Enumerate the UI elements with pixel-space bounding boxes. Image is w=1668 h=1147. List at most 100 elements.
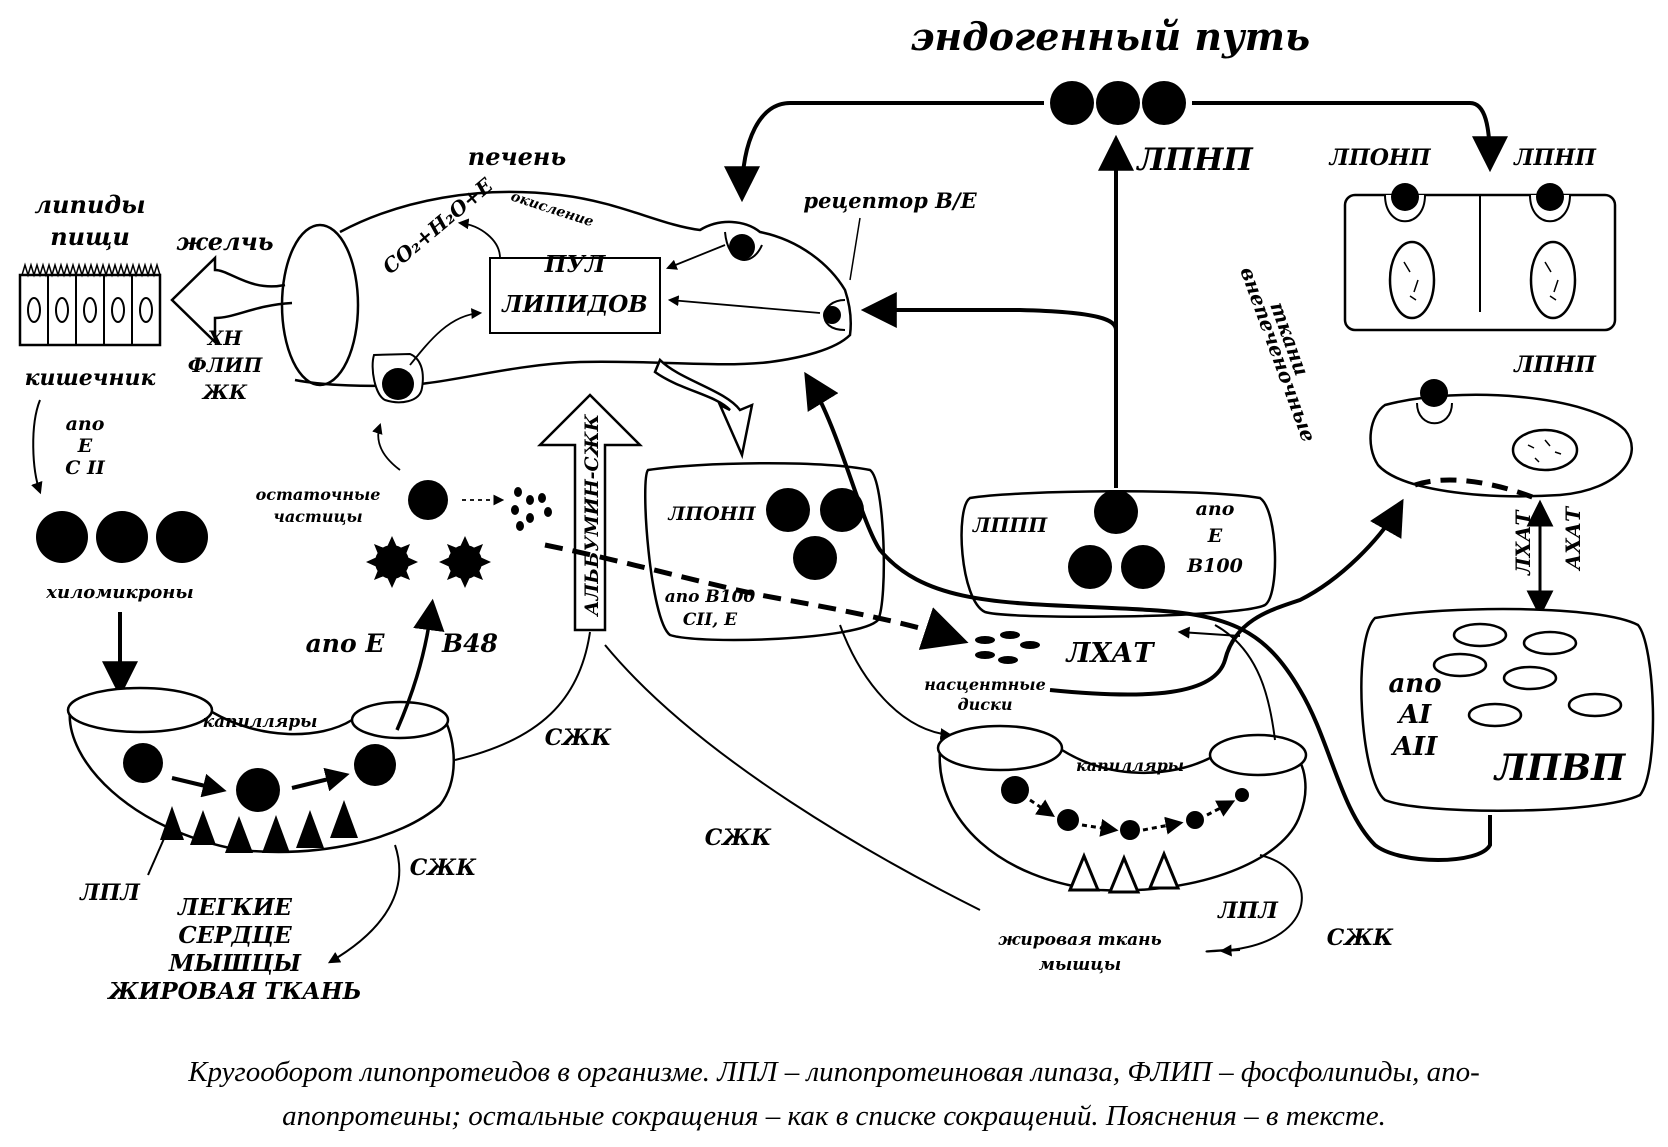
label-szhk-left: СЖК <box>410 855 477 881</box>
label-zhk: ЖК <box>201 380 248 404</box>
label-hdl-apo-2: AI <box>1396 700 1432 730</box>
label-apo-1: апо <box>66 413 105 435</box>
nascent-discs <box>975 631 1040 664</box>
label-szhk-lower: СЖК <box>705 825 772 851</box>
extrahepatic-cells <box>1343 183 1617 332</box>
albumin-szhk-arrow <box>536 393 644 632</box>
caption-line-1: Кругооборот липопротеидов в организме. Л… <box>188 1056 1480 1088</box>
liver-to-vldl-arrow <box>653 357 754 460</box>
label-lcat-v: ЛХАТ <box>1511 509 1535 576</box>
intestine-cells <box>18 262 162 347</box>
label-organs-lungs: ЛЕГКИЕ <box>177 894 292 921</box>
label-pool-2: ЛИПИДОВ <box>501 291 647 318</box>
label-idl-apo-2: Е <box>1207 525 1223 547</box>
dashed-transfer-path <box>544 542 969 650</box>
label-remnants-2: частицы <box>273 507 362 526</box>
remnants-to-liver-arrow <box>372 422 401 471</box>
label-apo-e: Е <box>77 435 93 457</box>
label-vldl: ЛПОНП <box>667 503 756 525</box>
label-pool-1: ПУЛ <box>544 251 606 278</box>
receptor2-to-pool-arrow <box>667 295 821 314</box>
label-vldl-apo-1: апо В100 <box>665 587 756 607</box>
label-lpl-right: ЛПЛ <box>1217 898 1279 924</box>
ldl-to-cells-arrow <box>1192 101 1508 173</box>
label-idl: ЛППП <box>972 513 1048 537</box>
label-organs-heart: СЕРДЦЕ <box>178 922 292 949</box>
idl-return-arrow <box>1177 626 1241 639</box>
label-szhk-mid: СЖК <box>545 725 612 751</box>
label-apo-e-left: апо Е <box>306 629 386 658</box>
intestine-to-chylomicrons-arrow <box>31 399 43 495</box>
label-capillaries-right: капилляры <box>1076 756 1184 775</box>
hdl-to-liver-path <box>804 371 1492 862</box>
idl-box <box>960 490 1277 618</box>
small-particles <box>511 487 552 531</box>
lpl-left-pointer <box>147 824 171 876</box>
label-lcat-mid: ЛХАТ <box>1065 638 1156 669</box>
ldl-top <box>1050 81 1186 125</box>
receptor-pointer <box>849 217 861 281</box>
title-endogenous-pathway: эндогенный путь <box>910 14 1310 59</box>
label-organs-muscles: МЫШЦЫ <box>168 950 302 977</box>
label-hdl-apo-3: AII <box>1390 732 1438 762</box>
label-remnants-1: остаточные <box>256 485 381 504</box>
capillaries-right <box>936 724 1308 894</box>
label-ldl-right: ЛПНП <box>1513 352 1597 378</box>
label-hdl: ЛПВП <box>1493 747 1626 789</box>
label-lipids-food-1: липиды <box>34 190 145 219</box>
label-idl-apo-3: В100 <box>1186 555 1243 577</box>
label-xn: ХН <box>206 326 244 350</box>
label-lpl-left: ЛПЛ <box>79 880 141 906</box>
szhk-right-arrowhead <box>1219 944 1241 957</box>
vldl-to-capillary-arrow <box>839 624 953 741</box>
label-szhk-right: СЖК <box>1327 925 1394 951</box>
remnant-to-pool-arrow <box>409 308 483 366</box>
label-adipose-1: жировая ткань <box>998 930 1162 950</box>
ldl-right-cell <box>1369 379 1633 498</box>
receptor-to-pool-arrow <box>665 244 726 270</box>
label-idl-apo-1: апо <box>1196 498 1235 520</box>
capillaries-left <box>66 686 455 854</box>
ldl-to-liver-arrow <box>724 101 1044 203</box>
oxidation-arrow <box>457 218 501 259</box>
caption: Кругооборот липопротеидов в организме. Л… <box>0 1050 1668 1138</box>
label-intestine: кишечник <box>25 365 156 391</box>
bile-arrow <box>170 255 293 345</box>
label-flip: ФЛИП <box>188 353 264 377</box>
capillary-to-idl-line <box>1214 624 1276 741</box>
caption-line-2: апопротеины; остальные сокращения – как … <box>282 1100 1386 1132</box>
label-receptor: рецептор В/Е <box>803 188 977 213</box>
albumin-to-adipose-line <box>604 644 981 911</box>
hdl-cell-dashed <box>1414 477 1541 503</box>
label-vldl-apo-2: СII, Е <box>683 610 738 630</box>
label-ldl-cell: ЛПНП <box>1513 145 1597 171</box>
chylomicrons <box>36 511 208 563</box>
label-albumin: АЛЬБУМИН-СЖК <box>581 413 603 617</box>
label-vldl-cell: ЛПОНП <box>1329 145 1432 171</box>
label-liver: печень <box>468 142 566 171</box>
label-nascent-1: насцентные <box>924 675 1046 694</box>
hdl-box <box>1360 607 1655 812</box>
label-ldl-top: ЛПНП <box>1135 142 1254 178</box>
capillary-to-albumin-line <box>454 631 591 761</box>
szhk-right-curve <box>1205 854 1303 953</box>
label-acat-v: АХАТ <box>1561 505 1585 572</box>
label-lipids-food-2: пищи <box>50 222 130 251</box>
label-capillaries-left: капилляры <box>203 712 318 732</box>
discs-to-hdl-path <box>1049 498 1404 697</box>
szhk-left-arrow <box>327 844 401 964</box>
liver <box>280 190 853 404</box>
label-organs-adipose: ЖИРОВАЯ ТКАНЬ <box>106 978 361 1005</box>
label-chylomicrons: хиломикроны <box>45 582 193 603</box>
label-hdl-apo-1: апо <box>1388 669 1441 699</box>
label-nascent-2: диски <box>958 695 1013 714</box>
label-apo-c2: С II <box>65 457 106 479</box>
label-adipose-2: мышцы <box>1039 955 1121 975</box>
label-co2: CO₂+H₂O+E <box>378 173 498 279</box>
label-bile: желчь <box>176 227 273 256</box>
remnant-particles <box>366 480 491 588</box>
idl-to-liver-arrow <box>860 292 1118 331</box>
label-b48: В48 <box>441 629 498 658</box>
